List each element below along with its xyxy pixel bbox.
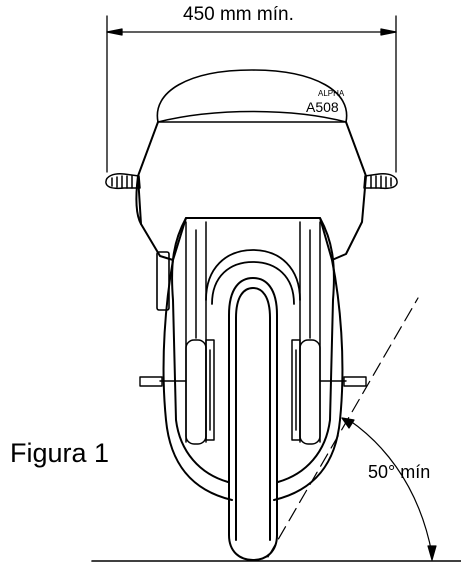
left-fork bbox=[185, 221, 215, 445]
left-mirror bbox=[105, 173, 141, 190]
lower-fairing bbox=[162, 217, 344, 501]
lean-angle-indicator bbox=[267, 297, 437, 561]
front-wheel bbox=[228, 277, 278, 561]
side-vent bbox=[156, 251, 170, 311]
right-mirror bbox=[363, 173, 398, 190]
figure-label: Figura 1 bbox=[10, 438, 110, 468]
svg-text:ALPHA: ALPHA bbox=[318, 89, 345, 98]
width-dimension-label: 450 mm mín. bbox=[183, 4, 294, 25]
fairing bbox=[135, 121, 367, 261]
windscreen bbox=[156, 69, 348, 123]
front-mudguard bbox=[205, 249, 301, 305]
axle bbox=[139, 376, 367, 387]
race-number-plate: A508 bbox=[306, 99, 339, 115]
lean-angle-label: 50° mín bbox=[368, 462, 431, 482]
right-fork bbox=[291, 221, 321, 445]
width-dimension bbox=[106, 15, 397, 173]
